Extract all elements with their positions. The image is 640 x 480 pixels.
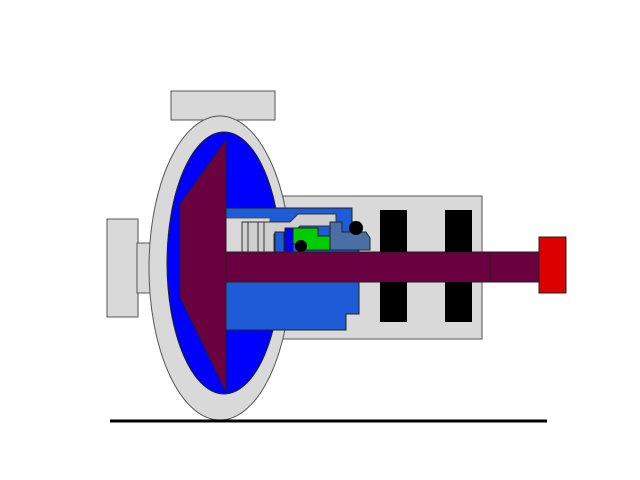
bearing-outboard-bottom [445, 282, 472, 322]
coupling-hub [538, 236, 567, 294]
o-ring-lower [295, 240, 307, 252]
seal-sleeve [241, 221, 265, 253]
discharge-flange [170, 90, 276, 121]
bearing-outboard-top [445, 210, 472, 252]
bearing-inboard-top [380, 210, 407, 252]
seal-retainer [284, 227, 294, 253]
inlet-flange [106, 218, 139, 318]
impeller [179, 138, 227, 393]
bearing-inboard-bottom [380, 282, 407, 322]
o-ring-upper [349, 221, 363, 235]
shaft [225, 251, 493, 283]
seal-spring [274, 231, 285, 253]
seal-ring [329, 221, 371, 251]
shaft-extension [489, 251, 541, 283]
